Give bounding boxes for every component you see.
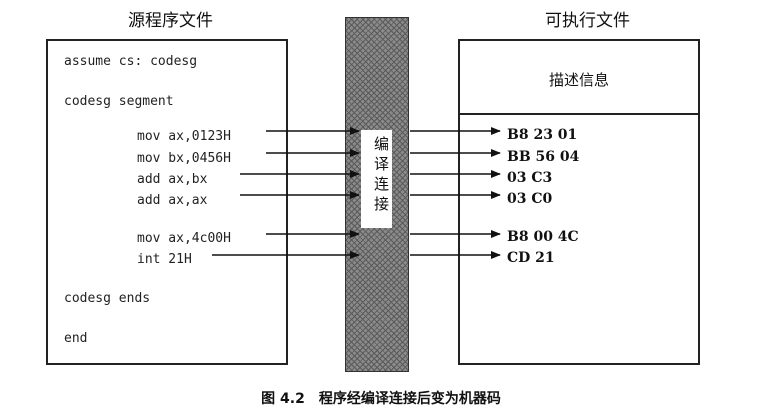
source-file-box: assume cs: codesg codesg segment mov ax,… <box>46 39 288 365</box>
machine-code-line: B8 00 4C <box>507 229 579 245</box>
asm-line: add ax,bx <box>137 172 208 187</box>
segment-line: codesg segment <box>64 94 174 109</box>
asm-line: mov ax,0123H <box>137 129 231 144</box>
figure-caption: 图 4.2 程序经编译连接后变为机器码 <box>261 391 501 407</box>
ends-line: codesg ends <box>64 291 151 306</box>
description-label: 描述信息 <box>548 71 609 89</box>
compile-link-label: 编译连接 <box>372 136 390 216</box>
executable-file-title: 可执行文件 <box>545 11 630 31</box>
executable-file-box: 描述信息 B8 23 01 BB 56 04 03 C3 03 C0 B8 00… <box>458 39 700 365</box>
asm-line: mov bx,0456H <box>137 151 231 166</box>
end-line: end <box>64 331 88 346</box>
asm-line: mov ax,4c00H <box>137 231 231 246</box>
machine-code-line: B8 23 01 <box>507 127 578 143</box>
machine-code-line: BB 56 04 <box>507 149 580 165</box>
asm-line: add ax,ax <box>137 193 208 208</box>
compile-link-label-box: 编译连接 <box>361 130 392 228</box>
asm-line: int 21H <box>137 252 192 267</box>
assume-line: assume cs: codesg <box>64 54 198 69</box>
description-section: 描述信息 <box>460 41 698 115</box>
machine-code-line: CD 21 <box>507 250 555 266</box>
source-file-title: 源程序文件 <box>128 11 213 31</box>
machine-code-line: 03 C0 <box>507 191 553 207</box>
machine-code-line: 03 C3 <box>507 170 553 186</box>
